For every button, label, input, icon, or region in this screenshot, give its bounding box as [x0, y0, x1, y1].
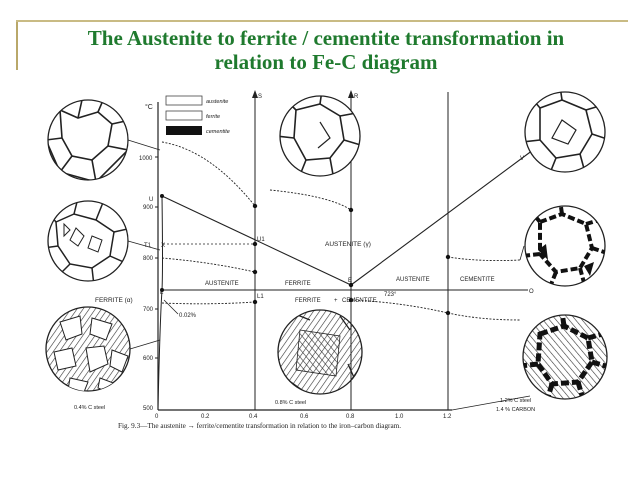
y-tick-labels: 1000 900 800 700 600 500: [139, 156, 154, 412]
y-tick-1000: 1000: [139, 156, 153, 162]
solubility-pointer: [163, 299, 179, 315]
point-label-o: O: [529, 289, 534, 295]
arrow-s: [252, 90, 258, 98]
region-cementite-right: CEMENTITE: [460, 277, 495, 283]
label-0-8-c-steel: 0.8% C steel: [275, 400, 306, 406]
micrograph-ferrite-pearlite-0-4: [45, 306, 131, 392]
cooling-path-lower-right: [447, 312, 521, 321]
cooling-path-0-8-low: [350, 299, 449, 314]
legend-label-austenite: austenite: [206, 99, 228, 105]
cooling-path-0-8-upper: [269, 189, 352, 211]
acm-line: [350, 149, 534, 286]
y-tick-marks: [155, 156, 158, 359]
legend: austenite ferrite cementite: [165, 95, 230, 135]
micrograph-pearlite-0-8: [277, 309, 363, 395]
cooling-path-lower-left: [161, 301, 256, 305]
region-ferrite-left: FERRITE: [285, 281, 311, 287]
temperature-unit: °C: [145, 103, 153, 111]
arrow-r: [348, 90, 354, 98]
point-label-s: S: [258, 94, 262, 100]
region-plus: +: [334, 298, 338, 304]
y-tick-500: 500: [143, 406, 154, 412]
label-0-4-c-steel: 0.4% C steel: [74, 405, 105, 411]
micrograph-connectors: [127, 139, 525, 350]
solubility-limit: 0.02%: [179, 313, 197, 319]
point-label-u: U: [149, 197, 153, 203]
slide-title: The Austenite to ferrite / cementite tra…: [26, 26, 626, 74]
steel-leader-right: [451, 395, 531, 411]
region-austenite-right: AUSTENITE: [396, 277, 430, 283]
title-accent-vertical: [16, 20, 18, 70]
point-label-v: V: [520, 156, 524, 162]
micrograph-cementite-network: [524, 205, 606, 287]
region-ferrite-cementite-ferrite: FERRITE: [295, 298, 321, 304]
legend-label-cementite: cementite: [206, 129, 230, 135]
title-accent-horizontal: [16, 20, 628, 22]
region-austenite-gamma: AUSTENITE (γ): [325, 241, 371, 248]
region-ferrite-alpha: FERRITE (α): [95, 297, 133, 304]
x-tick-0-6: 0.6: [300, 414, 309, 420]
x-tick-0-8: 0.8: [346, 414, 355, 420]
figure-caption: Fig. 9.3—The austenite → ferrite/cementi…: [118, 422, 401, 430]
y-tick-900: 900: [143, 205, 154, 211]
y-tick-700: 700: [143, 307, 154, 313]
micrograph-austenite-right: [524, 91, 606, 173]
x-tick-0-4: 0.4: [249, 414, 258, 420]
slide-title-line-1: The Austenite to ferrite / cementite tra…: [87, 26, 565, 50]
eutectoid-temperature: 723°: [384, 292, 397, 298]
y-tick-800: 800: [143, 256, 154, 262]
cooling-path-0-4-upper: [161, 141, 256, 207]
slide-title-line-2: relation to Fe-C diagram: [214, 50, 438, 74]
label-1-2-c-steel: 1.2% C steel: [500, 398, 531, 404]
legend-swatch-ferrite: [165, 110, 203, 121]
legend-label-ferrite: ferrite: [206, 114, 220, 120]
x-tick-labels: 0 0.2 0.4 0.6 0.8 1.0 1.2: [155, 414, 452, 420]
micrograph-austenite-left: [47, 99, 129, 181]
x-tick-1-2: 1.2: [443, 414, 452, 420]
point-label-r: R: [354, 94, 359, 100]
micrograph-austenite-middle: [279, 95, 361, 177]
a3-line: [161, 195, 352, 286]
solvus-line: [157, 195, 163, 409]
point-label-x: X: [161, 243, 165, 249]
title-bar: The Austenite to ferrite / cementite tra…: [6, 6, 630, 80]
region-cementite-low: CEMENTITE: [342, 298, 377, 304]
y-tick-600: 600: [143, 356, 154, 362]
legend-swatch-austenite: [165, 95, 203, 106]
label-carbon-axis: 1.4 % CARBON: [496, 407, 535, 413]
key-points: [160, 194, 451, 316]
point-label-l: L: [160, 290, 164, 296]
micrograph-pearlite-cementite-1-2: [522, 314, 608, 400]
cooling-path-right-upper: [447, 256, 521, 262]
point-label-t1: T1: [144, 243, 152, 249]
legend-swatch-cementite: [166, 126, 202, 135]
point-label-u1: U1: [257, 237, 265, 243]
point-label-l1: L1: [257, 294, 264, 300]
x-tick-1-0: 1.0: [395, 414, 404, 420]
x-tick-0: 0: [155, 414, 159, 420]
cooling-path-mid: [161, 257, 256, 273]
region-austenite-left: AUSTENITE: [205, 281, 239, 287]
x-tick-0-2: 0.2: [201, 414, 210, 420]
micrograph-ferrite-nucleation: [47, 200, 129, 282]
point-label-e: E: [348, 278, 352, 284]
